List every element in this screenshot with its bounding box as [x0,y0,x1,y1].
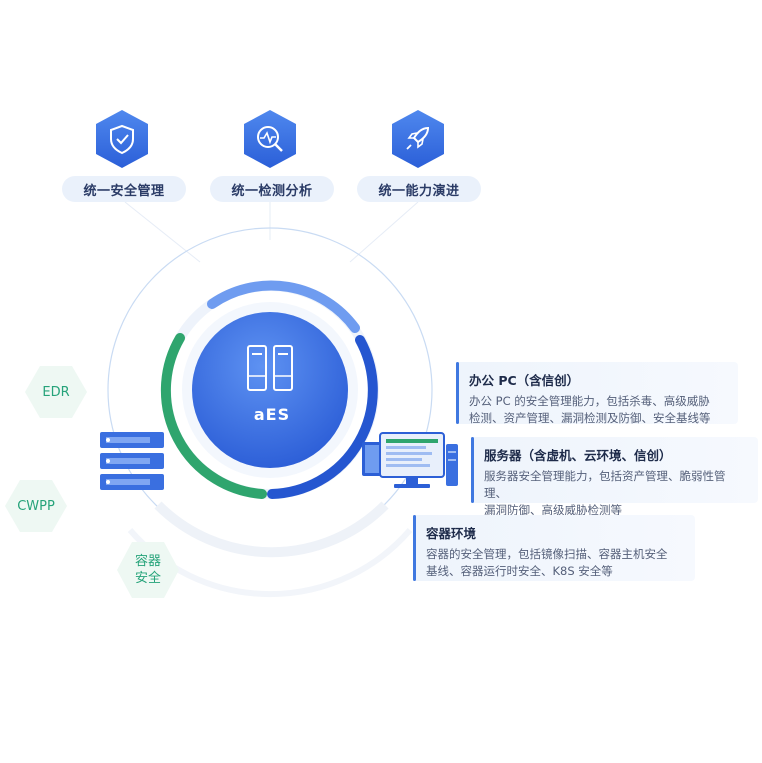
label-cwpp-text: CWPP [17,498,55,514]
server-stack-icon [100,432,164,490]
card-desc-line1: 服务器安全管理能力，包括资产管理、脆弱性管理、 [484,469,726,500]
feature-pill-unified-detection: 统一检测分析 [210,176,334,202]
card-title: 容器环境 [426,526,477,541]
rocket-icon [392,110,444,168]
aes-core [160,280,379,499]
feature-pill-label: 统一能力演进 [378,183,460,199]
center-label: aES [253,405,291,424]
label-edr: EDR [24,364,88,420]
label-container-security: 容器 安全 [116,540,180,600]
card-title: 服务器（含虚机、云环境、信创） [484,448,672,463]
label-edr-text: EDR [42,384,70,400]
label-cwpp: CWPP [4,478,68,534]
card-title: 办公 PC（含信创） [469,373,580,388]
server-cabinet-icon [247,345,293,391]
card-desc-line2: 检测、资产管理、漏洞检测及防御、安全基线等 [469,411,711,425]
card-office-pc: 办公 PC（含信创） 办公 PC 的安全管理能力，包括杀毒、高级威胁 检测、资产… [456,362,738,425]
label-container-security-text: 容器 安全 [134,554,161,586]
feature-pill-unified-security: 统一安全管理 [62,176,186,202]
feature-pill-unified-evolution: 统一能力演进 [357,176,481,202]
monitor-devices-icon [362,432,458,488]
card-container: 容器环境 容器的安全管理，包括镜像扫描、容器主机安全 基线、容器运行时安全、K8… [413,515,695,581]
card-desc-line2: 基线、容器运行时安全、K8S 安全等 [426,564,613,578]
magnifier-pulse-icon [244,110,296,168]
card-desc-line2: 漏洞防御、高级威胁检测等 [484,503,622,517]
card-desc-line1: 办公 PC 的安全管理能力，包括杀毒、高级威胁 [469,394,710,408]
card-server: 服务器（含虚机、云环境、信创） 服务器安全管理能力，包括资产管理、脆弱性管理、 … [471,437,758,517]
shield-check-icon [96,110,148,168]
card-desc-line1: 容器的安全管理，包括镜像扫描、容器主机安全 [426,547,668,561]
feature-pill-label: 统一检测分析 [231,183,313,199]
feature-pill-label: 统一安全管理 [83,183,165,199]
